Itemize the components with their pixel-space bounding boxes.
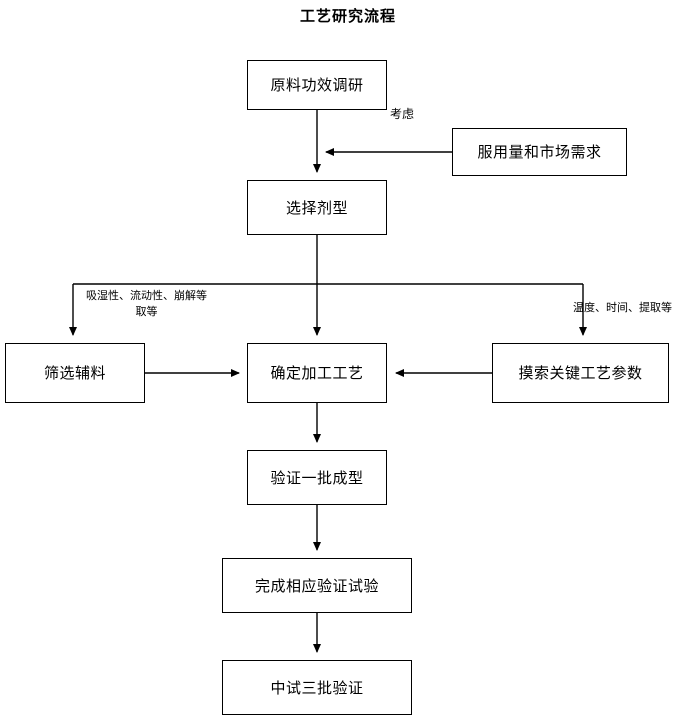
edge-label-consider: 考虑	[390, 107, 415, 121]
node-dosage-and-market-demand[interactable]: 服用量和市场需求	[452, 128, 627, 176]
edge-label-excipient-properties-line2: 取等	[135, 305, 158, 318]
node-screen-excipients[interactable]: 筛选辅料	[5, 343, 145, 403]
node-explore-key-process-parameters[interactable]: 摸索关键工艺参数	[492, 343, 669, 403]
node-determine-processing-technology[interactable]: 确定加工工艺	[247, 343, 387, 403]
edge-label-excipient-properties-line1: 吸湿性、流动性、崩解等	[86, 289, 207, 302]
node-verify-one-batch-forming[interactable]: 验证一批成型	[247, 450, 387, 505]
page-title: 工艺研究流程	[299, 7, 396, 25]
node-complete-validation-tests[interactable]: 完成相应验证试验	[222, 558, 412, 613]
node-select-dosage-form[interactable]: 选择剂型	[247, 180, 387, 235]
edge-label-excipient-properties: 吸湿性、流动性、崩解等 取等	[86, 288, 207, 320]
node-raw-material-efficacy-research[interactable]: 原料功效调研	[247, 60, 387, 110]
edge-label-process-conditions: 温度、时间、提取等	[573, 301, 672, 314]
node-pilot-three-batch-validation[interactable]: 中试三批验证	[222, 660, 412, 715]
